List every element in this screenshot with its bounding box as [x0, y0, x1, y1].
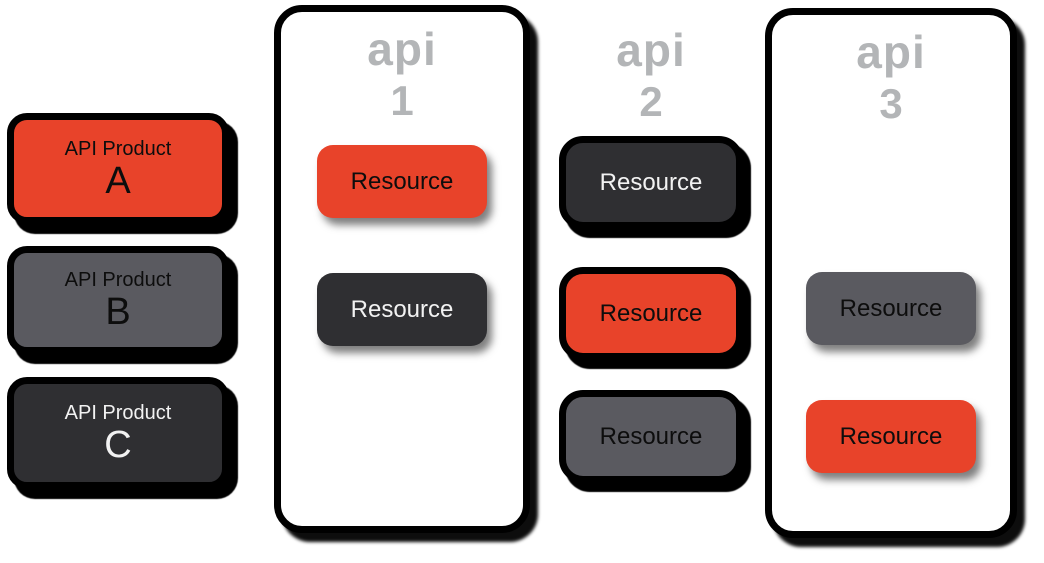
api-2-label-word: api — [616, 24, 686, 76]
resource-label: Resource — [350, 295, 454, 323]
api-1-resource-1: Resource — [317, 145, 487, 218]
api-1-resource-2: Resource — [317, 273, 487, 346]
api-3-resource-2: Resource — [806, 400, 976, 473]
api-1-label-word: api — [367, 23, 437, 75]
api-1-container: api 1 Resource Resource — [274, 5, 530, 533]
api-product-c-box: API Product C — [7, 377, 229, 489]
api-1-label-number: 1 — [390, 77, 414, 124]
api-product-c-letter: C — [104, 424, 132, 466]
api-2-resource-2: Resource — [559, 267, 743, 360]
resource-label: Resource — [350, 167, 454, 195]
api-product-b-label: API Product — [64, 269, 172, 291]
api-3-label-word: api — [856, 26, 926, 78]
resource-label: Resource — [599, 168, 703, 196]
api-product-b-letter: B — [105, 291, 131, 333]
api-2-resource-3: Resource — [559, 390, 743, 483]
api-product-c-label: API Product — [64, 402, 172, 424]
resource-label: Resource — [839, 294, 943, 322]
resource-label: Resource — [599, 422, 703, 450]
resource-label: Resource — [839, 422, 943, 450]
api-3-container: api 3 Resource Resource — [765, 8, 1017, 538]
api-product-a-label: API Product — [64, 137, 172, 160]
api-3-resource-1: Resource — [806, 272, 976, 345]
resource-label: Resource — [599, 299, 703, 327]
api-product-a-box: API Product A — [7, 113, 229, 224]
api-product-a-letter: A — [105, 159, 131, 202]
api-2-label-number: 2 — [639, 78, 663, 125]
api-product-b-box: API Product B — [7, 246, 229, 354]
api-2-resource-1: Resource — [559, 136, 743, 229]
api-3-label-number: 3 — [879, 80, 903, 127]
api-2-column: api 2 Resource Resource Resource — [559, 5, 743, 533]
